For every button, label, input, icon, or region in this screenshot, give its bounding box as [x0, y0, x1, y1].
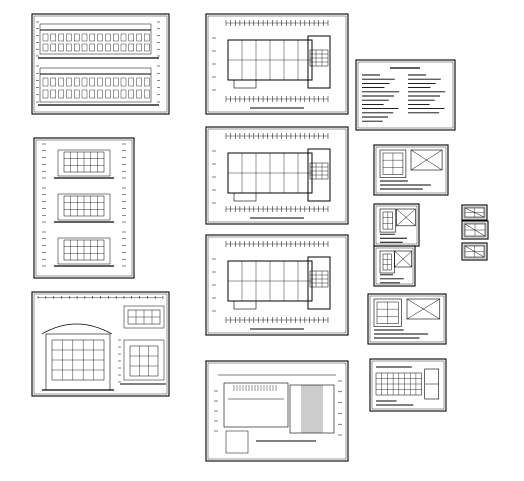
sheet-border [461, 220, 489, 240]
sheet-inner-border [463, 244, 486, 259]
sheet-border [205, 234, 349, 336]
sheet-border [373, 144, 449, 196]
sheet-inner-border [463, 222, 487, 238]
sheet-inner-border [375, 146, 447, 194]
sheet-inner-border [33, 293, 168, 395]
sheet-inner-border [375, 205, 418, 245]
sheet-border [367, 293, 447, 345]
sheet-inner-border [357, 61, 454, 129]
floor-plan-3-sheet[interactable] [205, 234, 349, 336]
elevations-sheet[interactable] [31, 13, 170, 115]
stair-detail-sheet[interactable] [373, 144, 449, 196]
sheet-inner-border [35, 139, 133, 277]
door-window-sheet[interactable] [369, 358, 447, 412]
floor-plan-2-sheet[interactable] [205, 126, 349, 225]
sheet-border [369, 358, 447, 412]
sheet-inner-border [33, 15, 168, 113]
sheet-inner-border [207, 236, 347, 334]
sheet-border [355, 59, 456, 131]
sheet-border [31, 13, 170, 115]
sheet-border [373, 245, 416, 287]
small-detail-3-sheet[interactable] [461, 242, 488, 261]
sheet-inner-border [207, 128, 347, 223]
sheet-inner-border [207, 15, 347, 113]
sheet-border [205, 13, 349, 115]
detail-elevation-sheet[interactable] [31, 291, 170, 397]
sheet-inner-border [375, 247, 414, 285]
sheets-layer [31, 13, 489, 462]
small-detail-1-sheet[interactable] [461, 204, 488, 221]
sheet-inner-border [369, 295, 445, 343]
sections-sheet[interactable] [33, 137, 135, 279]
sheet-inner-border [207, 362, 347, 460]
design-notes-sheet[interactable] [355, 59, 456, 131]
sheet-border [205, 360, 349, 462]
sheet-border [461, 204, 488, 221]
structure-detail-sheet[interactable] [367, 293, 447, 345]
sheet-border [31, 291, 170, 397]
sheet-border [205, 126, 349, 225]
sheet-border [33, 137, 135, 279]
roof-plan-sheet[interactable] [205, 360, 349, 462]
small-detail-2-sheet[interactable] [461, 220, 489, 240]
sheet-inner-border [463, 206, 486, 219]
wall-detail-sheet[interactable] [373, 245, 416, 287]
floor-plan-1-sheet[interactable] [205, 13, 349, 115]
sheet-inner-border [371, 360, 445, 410]
sheet-border [461, 242, 488, 261]
